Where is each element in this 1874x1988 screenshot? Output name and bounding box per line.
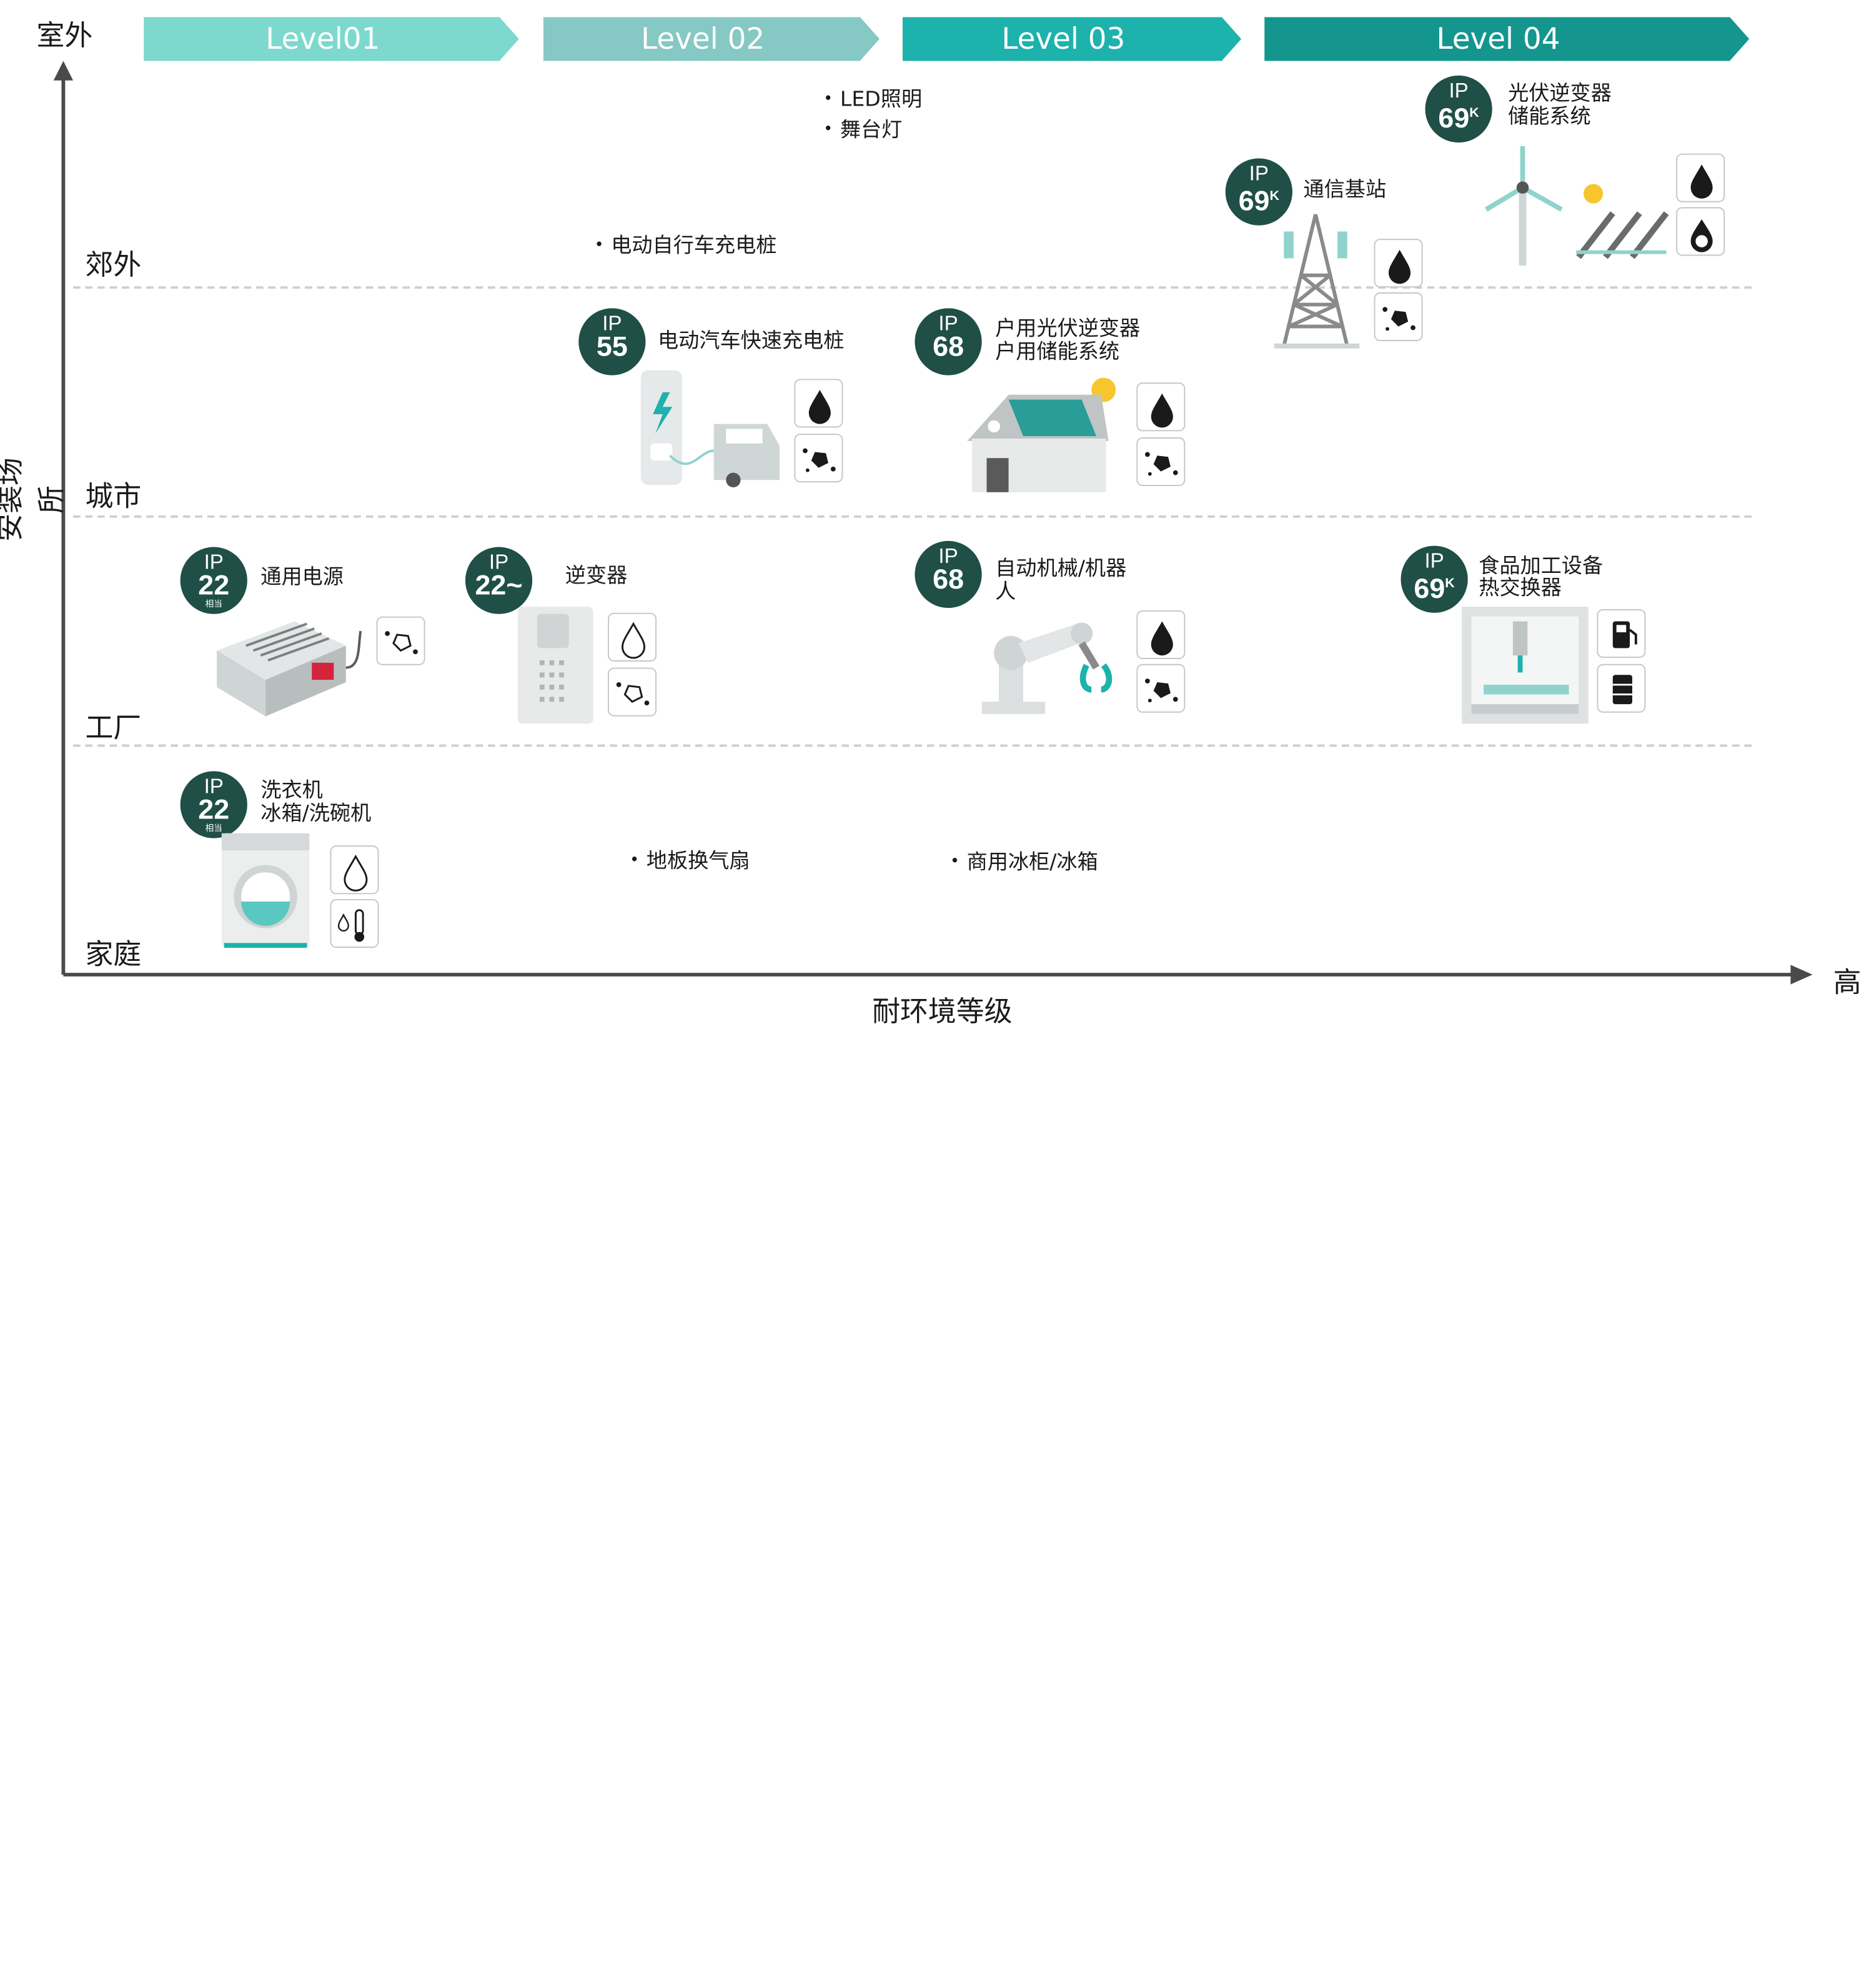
level-04-header: Level 04 [1264,17,1749,61]
food-processing-machine-icon [1462,607,1589,724]
bullet-commercial-fridge: 商用冰柜/冰箱 [950,850,1098,875]
dust-particles-icon [385,631,418,655]
dust-tile [1136,663,1186,713]
washing-machine-icon [221,833,310,948]
level-02-header: Level 02 [543,17,880,61]
ip69k-badge: IP 69K [1225,158,1292,226]
water-drop-tile [1374,239,1423,288]
water-drop-tile [794,379,843,428]
row-separator [73,744,1752,747]
water-drop-icon [621,622,646,659]
robot-arm-icon [981,622,1113,714]
solar-array-icon [1576,184,1669,259]
ev-charger-icon [640,370,780,487]
ip22-badge: IP 22~ [465,547,533,614]
ip55-badge: IP 55 [578,308,646,375]
caption-power-supply: 通用电源 [260,565,344,590]
caption-washer-line2: 冰箱/洗碗机 [260,802,372,827]
water-drop-tile [1676,153,1725,202]
water-drop-icon [808,390,831,424]
water-drop-icon [1389,249,1411,284]
caption-pv-line1: 光伏逆变器 [1508,81,1612,106]
row-separator [73,515,1752,518]
thermometer-icon [337,909,365,942]
dust-particles-icon [1382,307,1415,331]
dust-particles-icon [616,682,650,706]
dust-tile [376,616,425,665]
y-axis-title: 安装场所 [0,457,69,542]
caption-ev-charger: 电动汽车快速充电桩 [658,329,845,354]
wind-turbine-icon [1484,146,1563,266]
water-drop-tile [608,612,657,662]
caption-home-pv-line2: 户用储能系统 [995,340,1120,365]
caption-inverter: 逆变器 [565,564,628,589]
water-drop-icon [1151,621,1173,656]
thermometer-tile [330,899,379,948]
dust-particles-icon [1145,452,1178,476]
inverter-unit-icon [517,607,593,724]
caption-robot-line1: 自动机械/机器 [995,557,1127,582]
oil-drum-tile [1597,663,1646,713]
x-axis-high-label: 高 [1833,967,1862,999]
row-label-suburb: 郊外 [85,249,142,282]
water-jet-icon [1690,219,1713,252]
oil-drum-icon [1612,675,1633,705]
bullet-led-lighting: LED照明 [823,87,922,112]
solar-house-icon [967,377,1116,492]
power-supply-icon [217,621,362,717]
bullet-ebike-charger: 电动自行车充电桩 [595,234,776,258]
ip68-badge: IP 68 [915,540,982,609]
dust-tile [794,434,843,483]
dust-particles-icon [803,448,836,472]
level-01-header: Level01 [144,17,519,61]
water-jet-tile [1676,207,1725,256]
ip68-badge: IP 68 [915,308,982,375]
water-drop-tile [330,845,379,895]
ip69k-badge: IP 69K [1425,75,1492,143]
caption-washer-line1: 洗衣机 [260,778,323,803]
row-separator [73,286,1752,289]
caption-food-line1: 食品加工设备 [1479,554,1604,579]
water-drop-tile [1136,610,1186,659]
x-axis-title: 耐环境等级 [872,996,1013,1028]
bullet-stage-light: 舞台灯 [823,118,902,142]
fuel-pump-icon [1612,621,1637,649]
caption-food-line2: 热交换器 [1479,576,1562,601]
row-label-city: 城市 [85,481,142,513]
dust-particles-icon [1145,678,1178,703]
dust-tile [1374,292,1423,341]
dust-tile [1136,437,1186,487]
water-drop-icon [344,854,368,892]
bullet-floor-fan: 地板换气扇 [630,849,750,873]
y-axis-top-label: 室外 [36,21,93,52]
ip69k-badge: IP 69K [1401,545,1468,613]
dust-tile [608,667,657,717]
caption-home-pv-line1: 户用光伏逆变器 [995,317,1141,341]
axes [53,61,1813,985]
caption-robot-line2: 人 [995,580,1016,605]
telecom-tower-icon [1274,214,1360,349]
water-drop-icon [1690,164,1713,199]
water-drop-tile [1136,382,1186,432]
row-label-home: 家庭 [85,939,142,972]
fuel-tile [1597,609,1646,658]
water-drop-icon [1151,393,1173,428]
ip22-badge: IP 22 相当 [180,771,247,838]
caption-pv-line2: 储能系统 [1508,104,1591,129]
row-label-factory: 工厂 [85,712,142,745]
ip22-badge: IP 22 相当 [180,547,247,614]
caption-telecom: 通信基站 [1303,177,1387,202]
level-03-header: Level 03 [903,17,1241,61]
